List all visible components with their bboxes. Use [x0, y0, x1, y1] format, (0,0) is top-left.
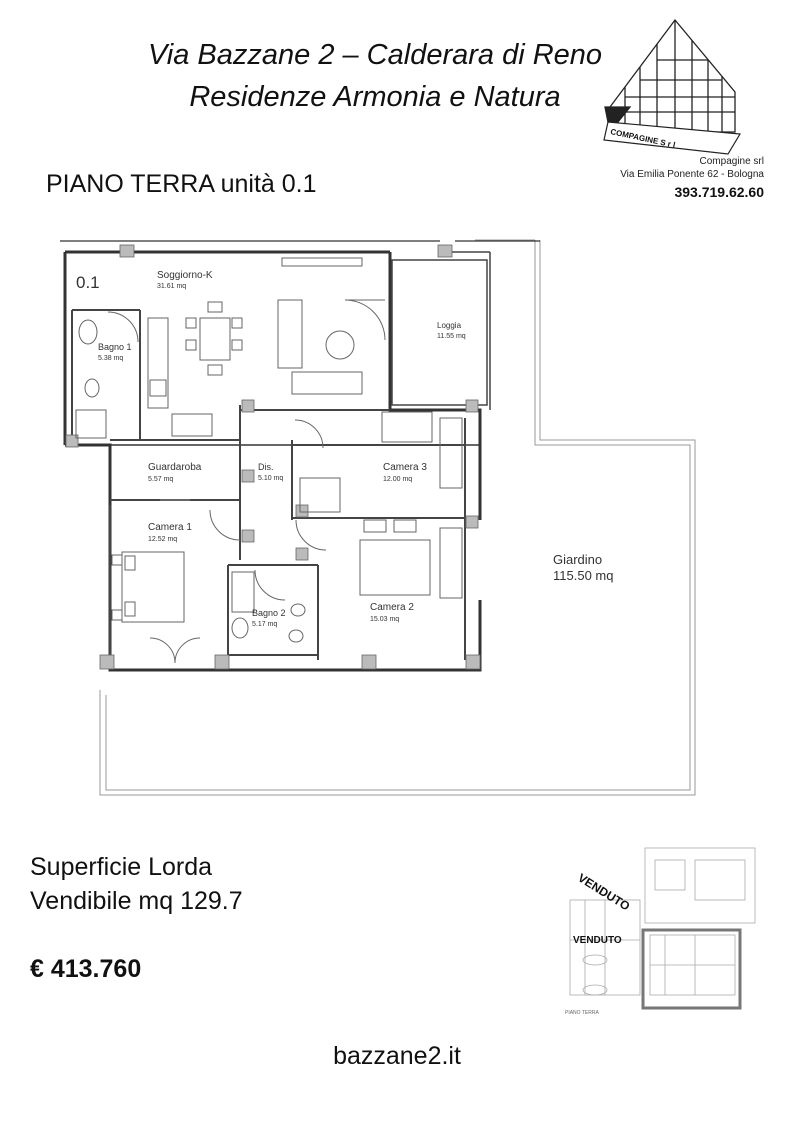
room-area: 5.57 mq	[148, 476, 173, 483]
price: € 413.760	[30, 955, 142, 983]
sold-stamp: VENDUTO	[573, 935, 622, 946]
room-label: Bagno 1	[98, 342, 132, 352]
room-area: 5.10 mq	[258, 475, 283, 482]
room-area: 12.52 mq	[148, 536, 177, 543]
garden-label: Giardino	[553, 552, 602, 567]
key-plan-caption: PIANO TERRA	[565, 1010, 599, 1016]
room-label: Bagno 2	[252, 608, 286, 618]
unit-highlight	[641, 928, 742, 1010]
floor-plan: 0.1 Soggiorno-K 31.61 mq Bagno 1 5.38 mq…	[60, 239, 696, 796]
room-area: 15.03 mq	[370, 616, 399, 623]
company-name: Compagine srl	[699, 156, 764, 167]
company-address: Via Emilia Ponente 62 - Bologna	[620, 169, 764, 180]
surface-line-1: Superficie Lorda	[30, 853, 213, 881]
room-label: Camera 1	[148, 522, 192, 533]
sold-stamp: VENDUTO	[575, 871, 632, 914]
room-label: Camera 2	[370, 602, 414, 613]
key-plan: VENDUTO VENDUTO PIANO TERRA	[565, 847, 756, 1016]
company-logo: COMPAGINE S r l	[603, 18, 742, 155]
room-label: Guardaroba	[148, 462, 202, 473]
room-area: 5.17 mq	[252, 621, 277, 628]
website: bazzane2.it	[333, 1042, 461, 1070]
room-label: Soggiorno-K	[157, 270, 213, 281]
room-label: Camera 3	[383, 462, 427, 473]
title-line-1: Via Bazzane 2 – Calderara di Reno	[147, 39, 603, 71]
room-area: 12.00 mq	[383, 476, 412, 483]
room-area: 5.38 mq	[98, 355, 123, 362]
room-area: 11.55 mq	[437, 333, 466, 340]
unit-heading: PIANO TERRA unità 0.1	[46, 170, 317, 198]
unit-number: 0.1	[76, 273, 100, 292]
room-label: Loggia	[437, 321, 462, 330]
surface-line-2: Vendibile mq 129.7	[30, 887, 243, 915]
room-label: Dis.	[258, 462, 274, 472]
room-area: 31.61 mq	[157, 283, 186, 290]
title-line-2: Residenze Armonia e Natura	[189, 81, 561, 113]
garden-area: 115.50 mq	[553, 568, 613, 583]
surface-info: Superficie Lorda Vendibile mq 129.7	[30, 850, 243, 918]
company-phone: 393.719.62.60	[674, 184, 764, 200]
